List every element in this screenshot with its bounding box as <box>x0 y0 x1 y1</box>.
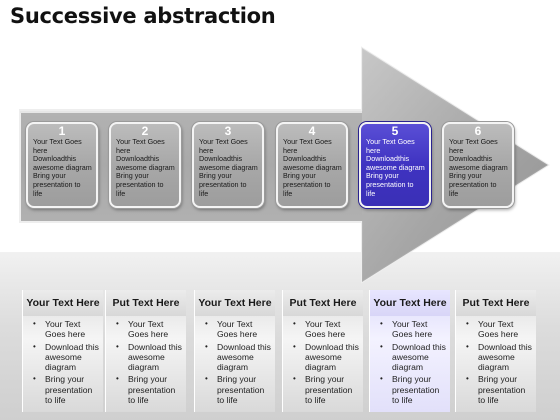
step-text: Your Text Goes here Downloadthis awesome… <box>449 137 508 198</box>
column-bullet: Download this awesome diagram <box>283 342 363 373</box>
step-box-1: 1 Your Text Goes here Downloadthis aweso… <box>26 122 98 208</box>
text-column-2: Put Text Here Your Text Goes here Downlo… <box>105 290 186 412</box>
column-bullet: Bring your presentation to life <box>23 374 103 405</box>
column-bullet-list: Your Text Goes here Download this awesom… <box>106 319 186 405</box>
column-heading: Your Text Here <box>23 290 103 316</box>
step-text: Your Text Goes here Downloadthis awesome… <box>199 137 258 198</box>
text-column-1: Your Text Here Your Text Goes here Downl… <box>22 290 103 412</box>
text-column-4: Put Text Here Your Text Goes here Downlo… <box>282 290 363 412</box>
column-bullet: Your Text Goes here <box>195 319 275 340</box>
step-text: Your Text Goes here Downloadthis awesome… <box>33 137 92 198</box>
step-box-3: 3 Your Text Goes here Downloadthis aweso… <box>192 122 264 208</box>
step-text: Your Text Goes here Downloadthis awesome… <box>283 137 342 198</box>
step-box-6: 6 Your Text Goes here Downloadthis aweso… <box>442 122 514 208</box>
column-bullet: Your Text Goes here <box>23 319 103 340</box>
step-box-5: 5 Your Text Goes here Downloadthis aweso… <box>359 122 431 208</box>
step-number: 4 <box>308 124 316 138</box>
column-bullet-list: Your Text Goes here Download this awesom… <box>370 319 450 405</box>
column-heading: Your Text Here <box>195 290 275 316</box>
column-bullet: Download this awesome diagram <box>23 342 103 373</box>
text-column-6: Put Text Here Your Text Goes here Downlo… <box>455 290 536 412</box>
column-bullet: Your Text Goes here <box>283 319 363 340</box>
step-box-4: 4 Your Text Goes here Downloadthis aweso… <box>276 122 348 208</box>
column-bullet: Download this awesome diagram <box>106 342 186 373</box>
step-box-2: 2 Your Text Goes here Downloadthis aweso… <box>109 122 181 208</box>
column-heading: Your Text Here <box>370 290 450 316</box>
text-column-5: Your Text Here Your Text Goes here Downl… <box>369 290 450 412</box>
step-text: Your Text Goes here Downloadthis awesome… <box>116 137 175 198</box>
step-number: 2 <box>141 124 149 138</box>
step-number: 6 <box>474 124 482 138</box>
page-title: Successive abstraction <box>10 4 276 28</box>
column-bullet-list: Your Text Goes here Download this awesom… <box>23 319 103 405</box>
step-number: 3 <box>224 124 232 138</box>
column-heading: Put Text Here <box>283 290 363 316</box>
text-column-3: Your Text Here Your Text Goes here Downl… <box>194 290 275 412</box>
column-bullet: Bring your presentation to life <box>456 374 536 405</box>
column-bullet: Bring your presentation to life <box>106 374 186 405</box>
step-text: Your Text Goes here Downloadthis awesome… <box>366 137 425 198</box>
column-bullet: Download this awesome diagram <box>456 342 536 373</box>
column-bullet-list: Your Text Goes here Download this awesom… <box>195 319 275 405</box>
column-heading: Put Text Here <box>456 290 536 316</box>
column-bullet: Your Text Goes here <box>370 319 450 340</box>
step-number: 1 <box>58 124 66 138</box>
column-heading: Put Text Here <box>106 290 186 316</box>
column-bullet: Bring your presentation to life <box>195 374 275 405</box>
column-bullet: Download this awesome diagram <box>370 342 450 373</box>
column-bullet: Bring your presentation to life <box>370 374 450 405</box>
column-bullet: Your Text Goes here <box>106 319 186 340</box>
column-bullet: Bring your presentation to life <box>283 374 363 405</box>
column-bullet-list: Your Text Goes here Download this awesom… <box>456 319 536 405</box>
column-bullet: Download this awesome diagram <box>195 342 275 373</box>
column-bullet-list: Your Text Goes here Download this awesom… <box>283 319 363 405</box>
column-bullet: Your Text Goes here <box>456 319 536 340</box>
step-number: 5 <box>391 124 399 138</box>
